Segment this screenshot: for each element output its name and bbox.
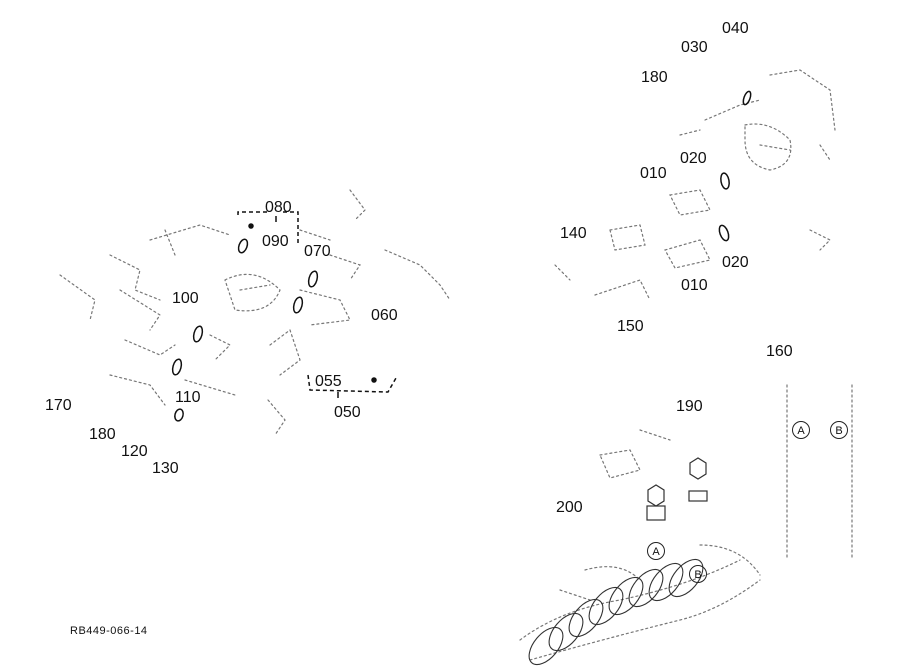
callout-120: 120 (121, 443, 148, 460)
callout-100: 100 (172, 290, 199, 307)
o-ring-010-upper (720, 172, 730, 190)
marker-b-lower: B (689, 565, 707, 583)
marker-a-lower: A (647, 542, 665, 560)
upper-right-assembly (554, 69, 836, 301)
o-ring-060 (292, 296, 304, 314)
callout-090: 090 (262, 233, 289, 250)
callout-060: 060 (371, 307, 398, 324)
callout-020-upper: 020 (680, 150, 707, 167)
callout-010-lower: 010 (681, 277, 708, 294)
callout-170: 170 (45, 397, 72, 414)
o-ring-120 (174, 408, 184, 422)
bracket-080-090 (237, 211, 299, 245)
callout-040: 040 (722, 20, 749, 37)
hex-fitting-190 (688, 457, 708, 502)
o-ring-030 (742, 90, 752, 106)
marker-a-upper: A (792, 421, 810, 439)
callout-010-upper: 010 (640, 165, 667, 182)
callout-055: 055 (315, 373, 342, 390)
o-ring-070 (307, 270, 319, 288)
callout-180-lower: 180 (89, 426, 116, 443)
bolt-dot-055 (371, 377, 377, 383)
drawing-code: RB449-066-14 (70, 625, 148, 637)
callout-180-upper: 180 (641, 69, 668, 86)
left-valve-assembly (59, 189, 451, 436)
callout-020-lower: 020 (722, 254, 749, 271)
callout-110: 110 (175, 389, 201, 406)
callout-190: 190 (676, 398, 703, 415)
hex-fitting-200 (646, 484, 666, 521)
callout-130: 130 (152, 460, 179, 477)
bracket-055-050 (307, 374, 397, 393)
callout-150: 150 (617, 318, 644, 335)
lower-right-assembly (519, 429, 761, 661)
callout-160: 160 (766, 343, 793, 360)
callout-030: 030 (681, 39, 708, 56)
callout-200: 200 (556, 499, 583, 516)
callout-050: 050 (334, 404, 361, 421)
o-ring-110 (171, 358, 183, 376)
o-ring-010-lower (718, 224, 730, 242)
coil-harness (528, 558, 704, 666)
o-ring-090 (237, 238, 249, 254)
marker-b-upper: B (830, 421, 848, 439)
callout-140: 140 (560, 225, 587, 242)
callout-080: 080 (265, 199, 292, 216)
bolt-dot-080 (248, 223, 254, 229)
callout-070: 070 (304, 243, 331, 260)
o-ring-100 (192, 325, 204, 343)
